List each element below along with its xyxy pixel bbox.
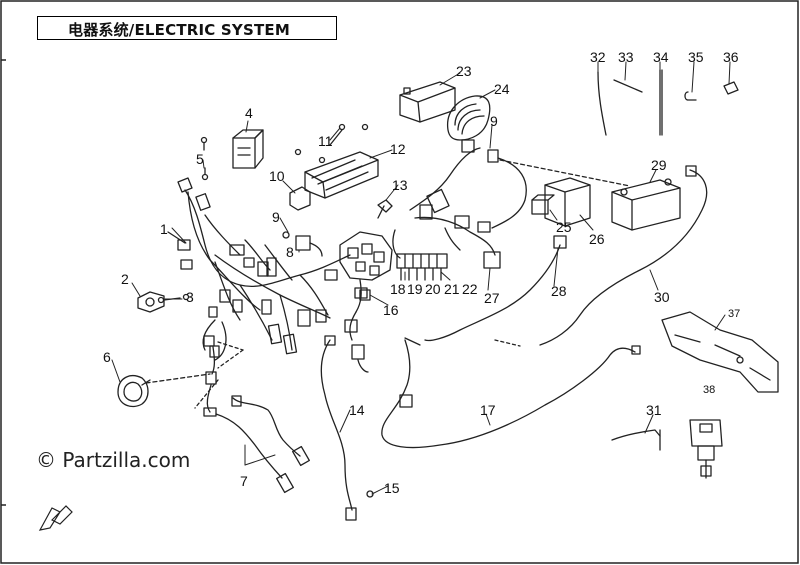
regulator-relay (232, 129, 264, 169)
callout-38: 38 (703, 384, 716, 396)
callout-28: 28 (551, 283, 567, 299)
callout-11: 11 (318, 133, 333, 149)
callout-3: 3 (186, 289, 194, 305)
wire-14 (320, 335, 374, 521)
ecu-module (304, 151, 379, 199)
callout-2: 2 (121, 271, 129, 287)
callout-12: 12 (390, 141, 406, 157)
callout-30: 30 (654, 289, 670, 305)
screw (201, 173, 209, 181)
callout-34: 34 (653, 49, 669, 65)
callout-14: 14 (349, 402, 365, 418)
callout-9-left: 9 (272, 209, 280, 225)
wire-32 (597, 71, 607, 136)
callout-5: 5 (196, 151, 204, 167)
relay-25 (531, 199, 549, 215)
battery-cable-30 (539, 165, 708, 346)
title-box: 电器系统/ELECTRIC SYSTEM (37, 16, 337, 40)
fuse-36 (723, 81, 739, 95)
strap-33 (613, 79, 643, 93)
screw (200, 136, 208, 144)
callout-10: 10 (269, 168, 285, 184)
callout-31: 31 (646, 402, 662, 418)
callout-27: 27 (484, 290, 500, 306)
connector (177, 177, 193, 193)
callout-7: 7 (240, 473, 248, 489)
callout-26: 26 (589, 231, 605, 247)
callout-1: 1 (160, 221, 168, 237)
callout-29: 29 (651, 157, 667, 173)
sensor-harness-7 (194, 341, 310, 494)
callout-35: 35 (688, 49, 704, 65)
callout-33: 33 (618, 49, 634, 65)
callout-32: 32 (590, 49, 606, 65)
callout-37: 37 (728, 308, 741, 320)
connector-cluster (396, 253, 448, 281)
callout-15: 15 (384, 480, 400, 496)
callout-17: 17 (480, 402, 496, 418)
wire-28 (424, 235, 567, 347)
bracket-37 (661, 311, 779, 393)
battery (499, 159, 681, 231)
wire-17 (381, 337, 641, 449)
callout-4: 4 (245, 105, 253, 121)
horn (117, 373, 211, 408)
socket-38 (689, 419, 723, 479)
ecu-23 (399, 81, 456, 123)
main-wiring-harness (177, 189, 351, 361)
center-harness (392, 139, 527, 269)
diagram-title: 电器系统/ELECTRIC SYSTEM (68, 21, 291, 39)
callout-9-right: 9 (490, 113, 498, 129)
sensor-2 (137, 291, 190, 313)
wire-31 (611, 429, 661, 441)
watermark: © Partzilla.com (36, 448, 191, 472)
callout-23: 23 (456, 63, 472, 79)
callout-20: 20 (425, 281, 441, 297)
callout-21: 21 (444, 281, 460, 297)
fuse-relay-block (339, 231, 393, 373)
callout-36: 36 (723, 49, 739, 65)
callout-18: 18 (390, 281, 406, 297)
callout-13: 13 (392, 177, 408, 193)
callout-22: 22 (462, 281, 478, 297)
callout-24: 24 (494, 81, 510, 97)
clip-35 (684, 91, 697, 101)
callout-25: 25 (556, 219, 572, 235)
callout-19: 19 (407, 281, 423, 297)
relay-box-26 (544, 177, 591, 227)
callout-6: 6 (103, 349, 111, 365)
callout-8: 8 (286, 244, 294, 260)
callout-16: 16 (383, 302, 399, 318)
leader-lines (111, 61, 731, 495)
cover-24 (447, 95, 491, 141)
